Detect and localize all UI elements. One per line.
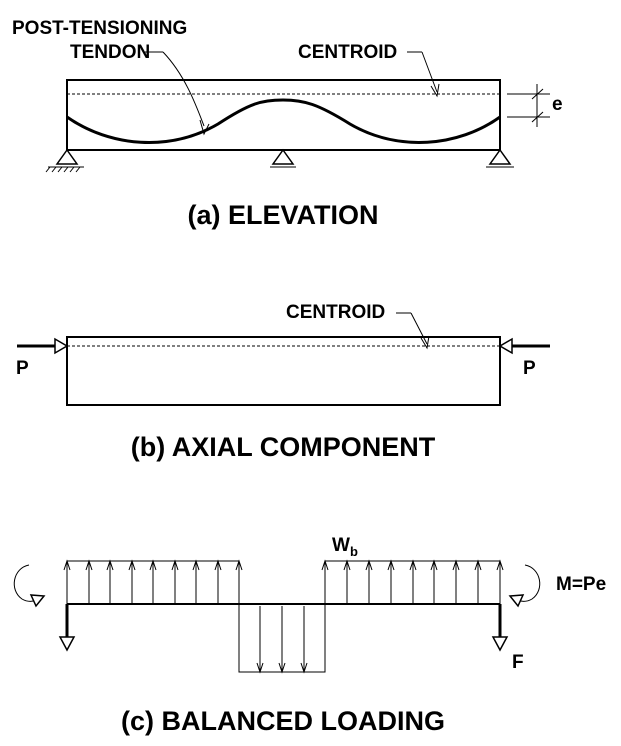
axial-beam bbox=[66, 336, 501, 406]
left-pin-support bbox=[55, 148, 79, 165]
right-reaction-arrowhead bbox=[491, 636, 509, 652]
moment-label: M=Pe bbox=[556, 574, 606, 595]
elevation-caption: (a) ELEVATION bbox=[187, 200, 378, 230]
balanced-caption: (c) BALANCED LOADING bbox=[121, 706, 445, 736]
right-axial-force-label: P bbox=[523, 358, 536, 379]
balanced-panel: Wb F M=Pe (c) BALANCED LOADING bbox=[13, 535, 606, 736]
post-tensioning-tendon bbox=[66, 98, 501, 144]
balanced-load-label: Wb bbox=[332, 535, 358, 559]
tendon-leader-curve bbox=[162, 51, 205, 127]
middle-roller-support bbox=[271, 148, 295, 165]
axial-centroid-leader-diagonal bbox=[410, 312, 428, 345]
eccentricity-label: e bbox=[552, 94, 563, 115]
upward-load-arrows bbox=[63, 559, 504, 604]
right-roller-support bbox=[488, 148, 512, 165]
elevation-beam bbox=[66, 79, 501, 151]
axial-caption: (b) AXIAL COMPONENT bbox=[131, 432, 436, 462]
left-axial-force-label: P bbox=[16, 358, 29, 379]
elevation-centroid-label: CENTROID bbox=[298, 42, 397, 63]
axial-centroid-leader-tick bbox=[420, 335, 430, 350]
left-support-hatch bbox=[45, 166, 81, 173]
tendon-label-line1: POST-TENSIONING bbox=[12, 18, 187, 39]
downward-load-arrows bbox=[256, 606, 308, 674]
centroid-leader-diagonal bbox=[421, 51, 438, 93]
centroid-leader-tick bbox=[430, 83, 440, 98]
eccentricity-tick-bottom bbox=[531, 111, 544, 123]
left-moment-arc bbox=[13, 564, 38, 602]
left-axial-arrowhead bbox=[54, 337, 69, 355]
axial-panel: P P CENTROID (b) AXIAL COMPONENT bbox=[16, 302, 550, 462]
right-axial-arrowhead bbox=[498, 337, 513, 355]
eccentricity-tick-top bbox=[531, 88, 544, 100]
axial-centroid-label: CENTROID bbox=[286, 302, 385, 323]
right-moment-arc bbox=[516, 564, 541, 602]
left-reaction-arrowhead bbox=[58, 636, 76, 652]
left-moment-arrowhead bbox=[29, 594, 46, 608]
elevation-panel: POST-TENSIONING TENDON CENTROID e (a) EL… bbox=[12, 18, 563, 230]
tendon-leader-tick bbox=[199, 119, 210, 136]
right-moment-arrowhead bbox=[508, 594, 525, 608]
reaction-label: F bbox=[512, 652, 524, 673]
tendon-label-line2: TENDON bbox=[70, 42, 150, 63]
